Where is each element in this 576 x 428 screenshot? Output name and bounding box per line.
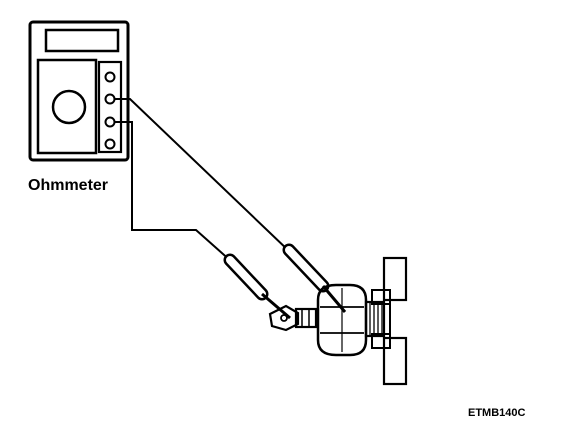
ohmmeter-dial: [51, 89, 87, 125]
sensor-switch: [268, 283, 386, 357]
ohmmeter-label: Ohmmeter: [28, 177, 108, 194]
sensor-neck: [294, 307, 318, 329]
sensor-hex-body: [316, 283, 368, 357]
terminal-jack: [104, 116, 116, 128]
test-probe: [223, 253, 291, 320]
sensor-terminal: [268, 304, 300, 332]
ohmmeter-case: [28, 20, 130, 162]
ohmmeter-terminal-strip: [97, 60, 123, 154]
test-lead-wire: [114, 98, 291, 253]
test-leads: [114, 98, 347, 320]
test-lead-wire: [114, 121, 233, 263]
terminal-jack: [104, 71, 116, 83]
figure-code: ETMB140C: [468, 407, 526, 419]
sensor-thread: [364, 300, 386, 338]
terminal-jack: [104, 138, 116, 150]
ohmmeter-display: [44, 28, 120, 53]
mounting-wall: [371, 256, 408, 386]
ohmmeter: [28, 20, 130, 162]
ohmmeter-dial-panel: [36, 58, 98, 155]
terminal-jack: [104, 93, 116, 105]
